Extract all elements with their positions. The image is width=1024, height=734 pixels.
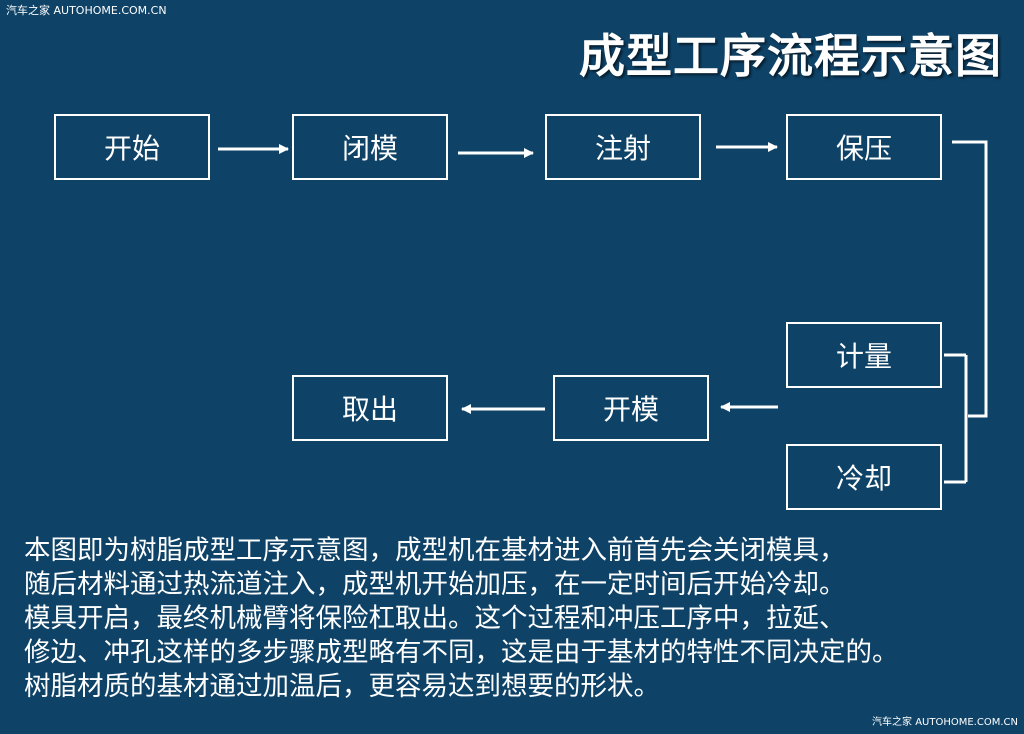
step-inject: 注射 [545, 114, 701, 180]
step-close-mold: 闭模 [292, 114, 448, 180]
step-open-mold: 开模 [553, 375, 709, 441]
description-line: 模具开启，最终机械臂将保险杠取出。这个过程和冲压工序中，拉延、 [24, 603, 846, 634]
description-line: 树脂材质的基材通过加温后，更容易达到想要的形状。 [24, 671, 660, 702]
step-start: 开始 [54, 114, 210, 180]
connector-hold-to-right [952, 140, 988, 418]
description-line: 随后材料通过热流道注入，成型机开始加压，在一定时间后开始冷却。 [24, 569, 846, 600]
step-hold-pressure: 保压 [786, 114, 942, 180]
description-text: 本图即为树脂成型工序示意图，成型机在基材进入前首先会关闭模具， 随后材料通过热流… [24, 534, 1014, 704]
step-metering: 计量 [786, 322, 942, 388]
watermark-top: 汽车之家 AUTOHOME.COM.CN [6, 4, 167, 17]
watermark-bottom: 汽车之家 AUTOHOME.COM.CN [872, 717, 1018, 728]
description-line: 修边、冲孔这样的多步骤成型略有不同，这是由于基材的特性不同决定的。 [24, 637, 899, 668]
page-title: 成型工序流程示意图 [579, 29, 1002, 83]
description-line: 本图即为树脂成型工序示意图，成型机在基材进入前首先会关闭模具， [24, 535, 846, 566]
step-cooling: 冷却 [786, 444, 942, 510]
step-remove: 取出 [292, 375, 448, 441]
